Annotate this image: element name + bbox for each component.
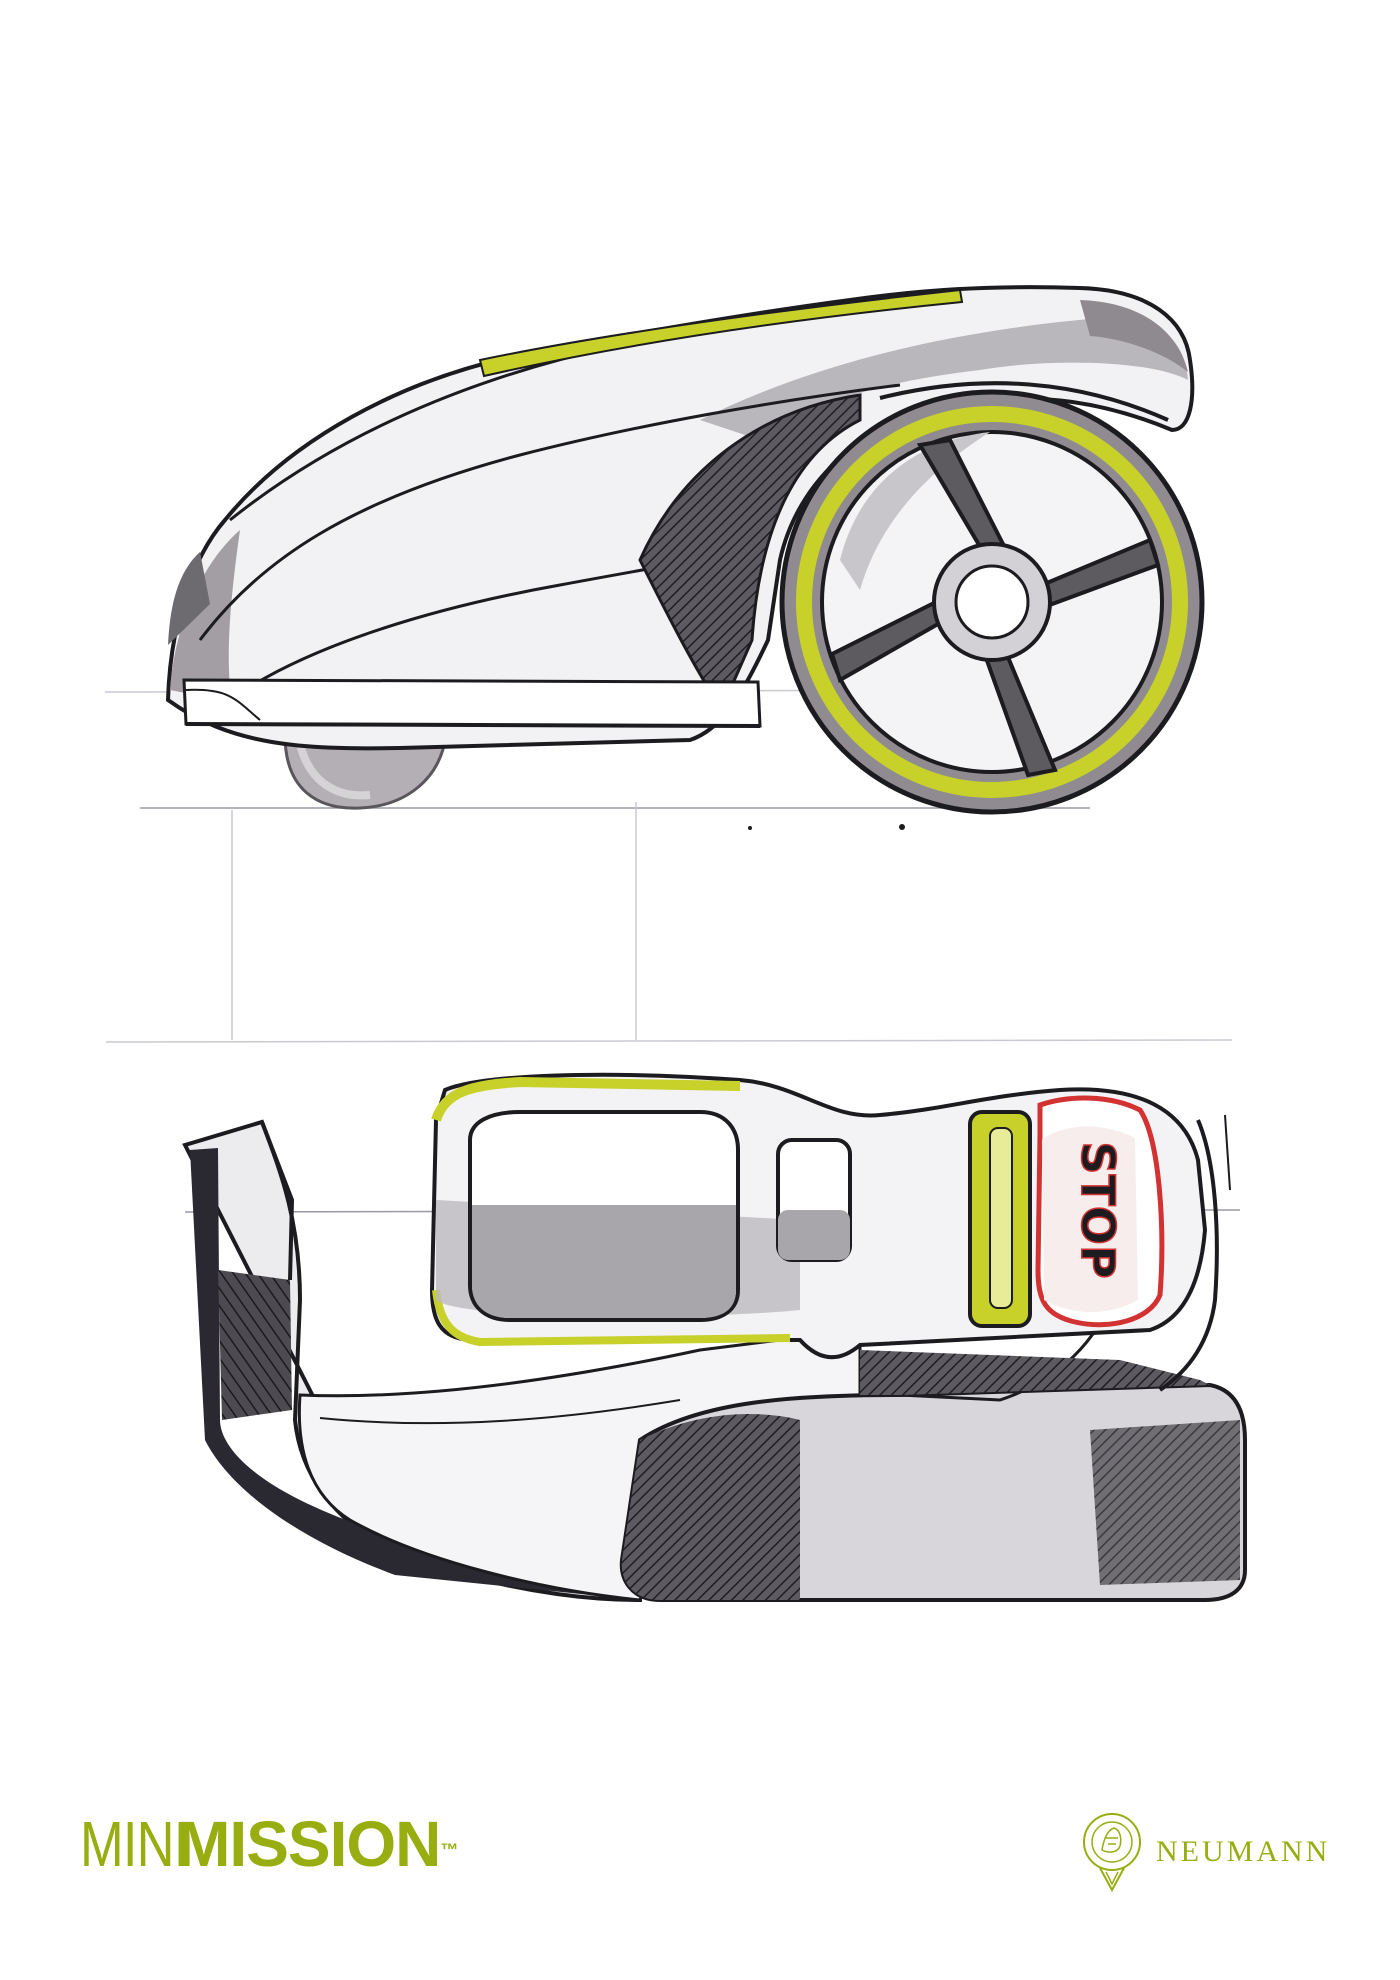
- stop-label: STOP: [1071, 1141, 1125, 1278]
- wheel-arch-shadow: [638, 393, 862, 711]
- brand-mini: MINI: [80, 1808, 188, 1880]
- brand-mission: MISSION: [177, 1808, 441, 1880]
- bumper-hatch: [218, 1270, 292, 1420]
- drive-wheel: [779, 389, 1205, 815]
- neumann-seal-icon: [1083, 1813, 1141, 1893]
- neumann-wordmark: NEUMANN: [1156, 1835, 1331, 1868]
- stop-button-sketch: STOP: [1035, 1095, 1165, 1328]
- top-view-sketch: STOP: [182, 1072, 1247, 1603]
- brand-trademark: ™: [440, 1840, 458, 1860]
- top-accent-strip: [478, 288, 964, 378]
- minimission-logo: MINIMISSION™: [80, 1808, 458, 1880]
- side-view-sketch: [104, 285, 1233, 1043]
- neumann-logo: NEUMANN: [1078, 1810, 1330, 1894]
- rear-wheel: [283, 733, 448, 810]
- lower-rail: [182, 678, 762, 728]
